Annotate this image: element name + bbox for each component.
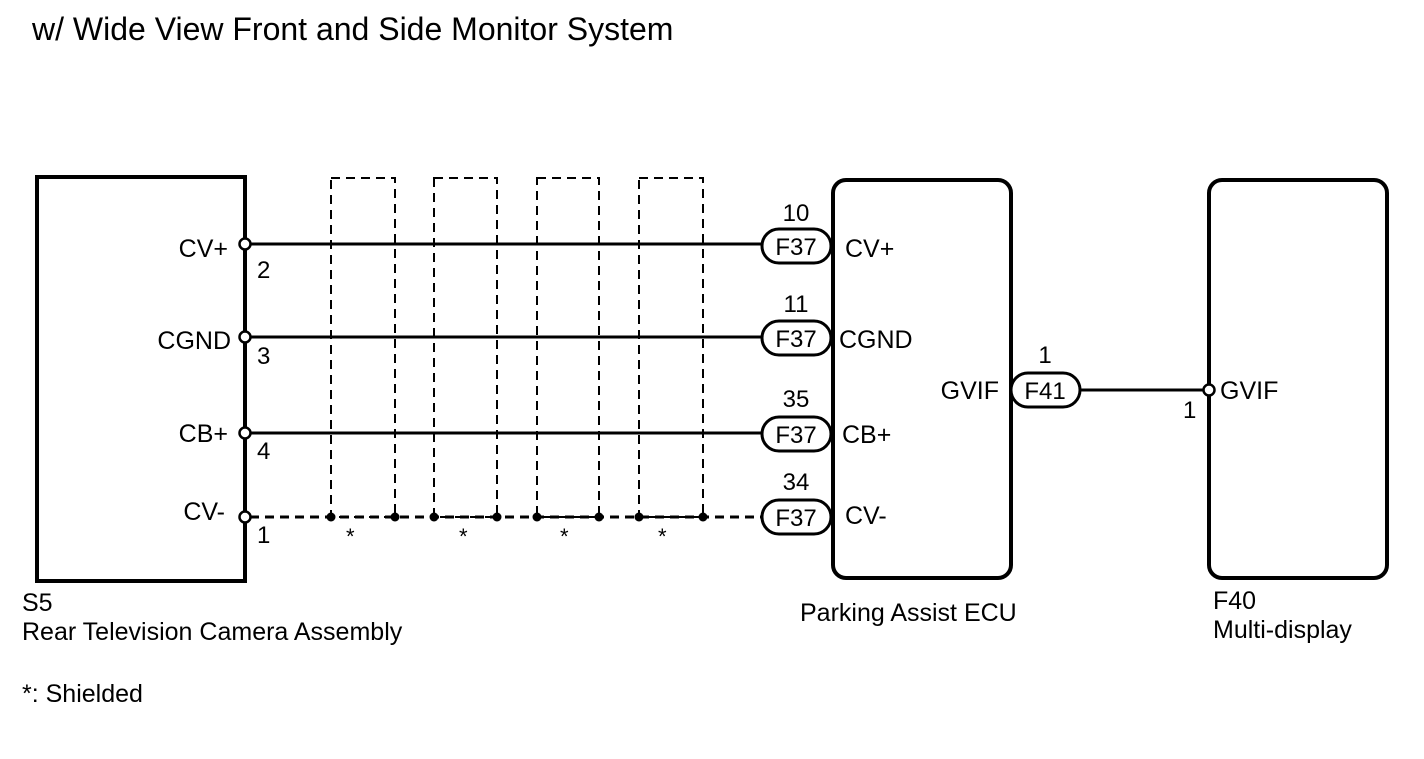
connector-pill-f37	[760, 498, 833, 536]
connector-pill-f41	[1009, 371, 1082, 409]
ecu-name-label: Parking Assist ECU	[800, 599, 1017, 627]
camera-signal-cgnd: CGND	[157, 327, 231, 355]
display-code-label: F40	[1213, 587, 1256, 615]
camera-signal-cv-plus: CV+	[179, 235, 228, 263]
terminal-circle	[238, 510, 252, 524]
ecu-signal-cv-minus: CV-	[845, 502, 887, 530]
shield-marker: *	[346, 524, 355, 549]
ecu-pin-number: 11	[784, 291, 809, 318]
ecu-signal-cb-plus: CB+	[842, 421, 891, 449]
ecu-connector-label: F37	[775, 422, 816, 449]
ecu-box	[831, 178, 1013, 580]
junction-dot	[390, 512, 400, 522]
junction-dot	[326, 512, 336, 522]
connector-pill-f37	[760, 227, 833, 265]
terminal-circle	[238, 330, 252, 344]
junction-dot	[429, 512, 439, 522]
display-pin-number: 1	[1183, 397, 1196, 424]
shield-marker: *	[459, 524, 468, 549]
shield-junction-dots	[326, 512, 708, 522]
terminal-circle	[238, 426, 252, 440]
diagram-title: w/ Wide View Front and Side Monitor Syst…	[31, 11, 673, 47]
camera-signal-cb-plus: CB+	[179, 420, 228, 448]
camera-code-label: S5	[22, 589, 53, 617]
camera-pin-number: 2	[257, 257, 270, 284]
terminal-circle	[1202, 383, 1216, 397]
shield-box-4	[638, 177, 704, 518]
ecu-signal-gvif: GVIF	[941, 377, 999, 405]
ecu-connector-label: F37	[775, 234, 816, 261]
ecu-pin-number: 10	[783, 200, 810, 227]
camera-name-label: Rear Television Camera Assembly	[22, 618, 403, 646]
ecu-pin-number: 35	[783, 386, 810, 413]
connector-pill-f37	[760, 415, 833, 453]
connector-pill-f37	[760, 319, 833, 357]
junction-dot	[698, 512, 708, 522]
camera-box	[35, 175, 247, 583]
ecu-connector-label: F37	[775, 326, 816, 353]
shield-boxes	[330, 177, 704, 518]
shield-legend: *: Shielded	[22, 680, 143, 708]
camera-pin-number: 4	[257, 438, 270, 465]
ecu-output-pin-number: 1	[1038, 342, 1051, 369]
display-signal-gvif: GVIF	[1220, 377, 1278, 405]
shield-marker: *	[658, 524, 667, 549]
shield-box-1	[330, 177, 396, 518]
terminal-circle	[238, 237, 252, 251]
junction-dot	[594, 512, 604, 522]
camera-terminals	[238, 237, 1216, 524]
display-box	[1207, 178, 1389, 580]
ecu-signal-cgnd: CGND	[839, 326, 913, 354]
shield-box-2	[433, 177, 498, 518]
ecu-output-connector-label: F41	[1024, 378, 1065, 405]
junction-dot	[634, 512, 644, 522]
shield-box-3	[536, 177, 600, 518]
junction-dot	[492, 512, 502, 522]
display-name-label: Multi-display	[1213, 616, 1352, 644]
shield-marker: *	[560, 524, 569, 549]
camera-pin-number: 1	[257, 522, 270, 549]
ecu-pin-number: 34	[783, 469, 810, 496]
camera-signal-cv-minus: CV-	[183, 498, 225, 526]
ecu-connectors	[760, 227, 1082, 536]
ecu-connector-label: F37	[775, 505, 816, 532]
ecu-signal-cv-plus: CV+	[845, 235, 894, 263]
junction-dot	[532, 512, 542, 522]
camera-pin-number: 3	[257, 343, 270, 370]
